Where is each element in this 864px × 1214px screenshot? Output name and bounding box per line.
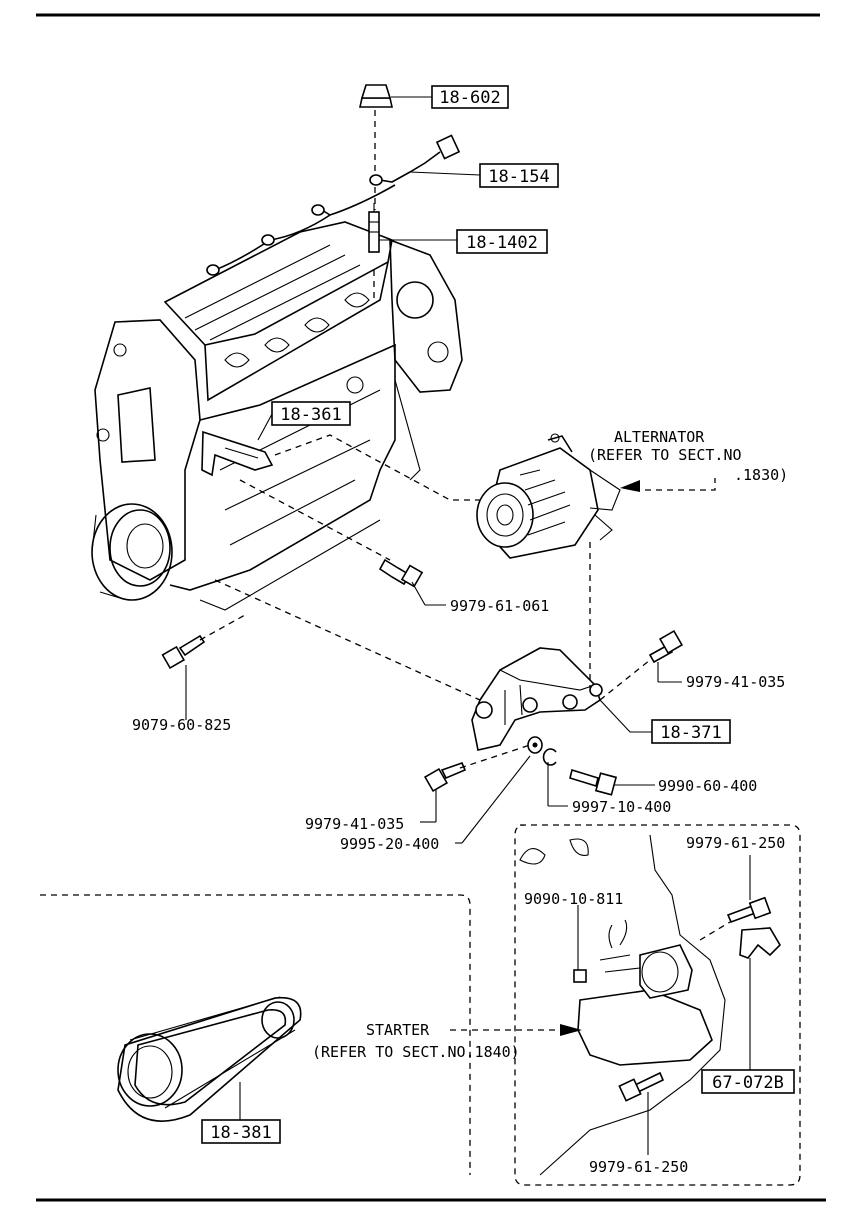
svg-text:18-361: 18-361 <box>280 405 341 425</box>
v-belt-illustration <box>117 996 302 1122</box>
engine-block-illustration <box>91 221 463 611</box>
dashed-leaders <box>40 434 716 1175</box>
callout-67-072b: 67-072B <box>701 1069 795 1094</box>
svg-text:18-154: 18-154 <box>488 167 549 187</box>
callout-18-361: 18-361 <box>257 401 351 441</box>
glow-plug-wiring <box>206 84 481 300</box>
cap-18-602 <box>359 97 393 108</box>
label-9995-20-400: 9995-20-400 <box>340 835 439 853</box>
starter-note-ref: (REFER TO SECT.NO.1840) <box>312 1043 520 1061</box>
callout-18-154: 18-154 <box>479 163 559 188</box>
label-9079-60-825: 9079-60-825 <box>132 716 231 734</box>
label-9979-61-250-bottom: 9979-61-250 <box>589 1158 688 1176</box>
svg-text:18-602: 18-602 <box>439 88 500 108</box>
alternator-bracket-illustration <box>471 647 603 751</box>
svg-text:18-381: 18-381 <box>210 1123 271 1143</box>
label-9979-61-061: 9979-61-061 <box>450 597 549 615</box>
svg-text:18-371: 18-371 <box>660 723 721 743</box>
label-9090-10-811: 9090-10-811 <box>524 890 623 908</box>
alternator-note-ref-line1: (REFER TO SECT.NO <box>588 446 742 464</box>
bolt-parts <box>161 558 684 844</box>
callout-18-381: 18-381 <box>201 1119 281 1144</box>
alternator-illustration <box>476 433 640 559</box>
starter-area <box>450 824 801 1186</box>
callout-18-602: 18-602 <box>431 85 509 109</box>
label-9979-41-035-right: 9979-41-035 <box>686 673 785 691</box>
label-9990-60-400: 9990-60-400 <box>658 777 757 795</box>
starter-note-title: STARTER <box>366 1021 430 1039</box>
alternator-note-title: ALTERNATOR <box>614 428 705 446</box>
svg-text:67-072B: 67-072B <box>712 1073 784 1093</box>
starter-motor <box>577 989 713 1066</box>
callout-18-371: 18-371 <box>599 699 731 744</box>
svg-text:18-1402: 18-1402 <box>466 233 538 253</box>
label-9979-61-250-top: 9979-61-250 <box>686 834 785 852</box>
label-9997-10-400: 9997-10-400 <box>572 798 671 816</box>
alternator-note-ref-line2: .1830) <box>734 466 788 484</box>
label-9979-41-035-left: 9979-41-035 <box>305 815 404 833</box>
callout-18-1402: 18-1402 <box>456 229 548 254</box>
